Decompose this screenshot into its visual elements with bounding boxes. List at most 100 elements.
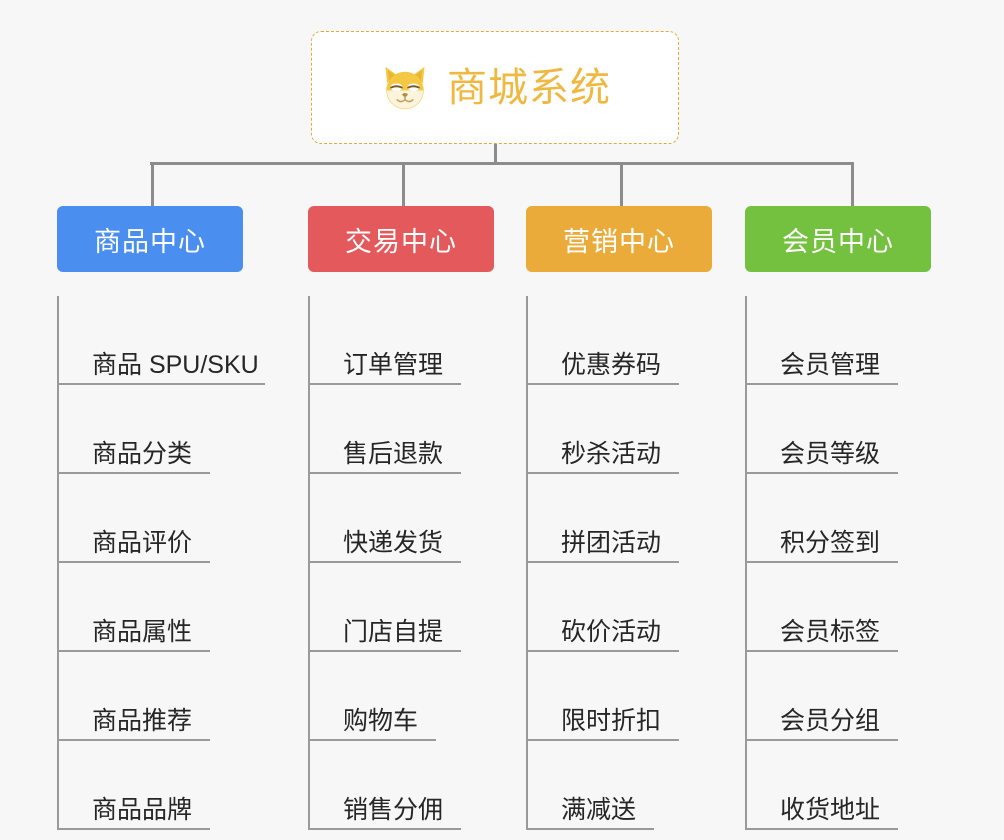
list-item-underline: [310, 739, 436, 741]
list-item-label: 拼团活动: [561, 528, 662, 557]
list-item[interactable]: 快递发货: [310, 474, 494, 563]
category-box-3[interactable]: 营销中心: [526, 206, 712, 272]
list-item[interactable]: 砍价活动: [528, 563, 712, 652]
list-item-underline: [59, 383, 265, 385]
category-box-label: 商品中心: [94, 226, 206, 257]
list-item-underline: [59, 739, 210, 741]
list-item-label: 商品品牌: [92, 795, 193, 824]
list-item[interactable]: 积分签到: [747, 474, 931, 563]
list-item-underline: [310, 650, 461, 652]
category-column-1: 商品中心商品 SPU/SKU 商品分类商品评价商品属性商品推荐商品品牌: [57, 206, 265, 830]
list-item-underline: [310, 472, 461, 474]
category-box-label: 交易中心: [345, 226, 457, 257]
category-box-4[interactable]: 会员中心: [745, 206, 931, 272]
column-rail: [308, 296, 310, 830]
root-node-mall-system[interactable]: 商城系统: [311, 31, 679, 144]
list-item-underline: [747, 650, 898, 652]
list-item-underline: [528, 383, 679, 385]
list-item[interactable]: 商品评价: [59, 474, 243, 563]
category-item-list-1: 商品 SPU/SKU 商品分类商品评价商品属性商品推荐商品品牌: [57, 296, 265, 830]
list-item-underline: [747, 472, 898, 474]
list-item-label: 商品推荐: [92, 706, 193, 735]
list-item[interactable]: 限时折扣: [528, 652, 712, 741]
list-item[interactable]: 会员等级: [747, 385, 931, 474]
list-item-label: 会员管理: [780, 350, 881, 379]
list-item[interactable]: 满减送: [528, 741, 712, 830]
list-item-underline: [528, 650, 679, 652]
list-item-underline: [310, 561, 461, 563]
list-item-underline: [747, 828, 898, 830]
list-item[interactable]: 商品分类: [59, 385, 243, 474]
category-column-3: 营销中心优惠券码秒杀活动拼团活动砍价活动限时折扣满减送: [526, 206, 712, 830]
category-box-1[interactable]: 商品中心: [57, 206, 243, 272]
list-item[interactable]: 拼团活动: [528, 474, 712, 563]
list-item-label: 门店自提: [343, 617, 444, 646]
list-item-underline: [310, 383, 461, 385]
list-item-label: 限时折扣: [561, 706, 662, 735]
column-rail: [57, 296, 59, 830]
list-item-label: 优惠券码: [561, 350, 662, 379]
list-item-label: 销售分佣: [343, 795, 444, 824]
list-item-label: 砍价活动: [561, 617, 662, 646]
list-item[interactable]: 会员标签: [747, 563, 931, 652]
category-box-label: 会员中心: [782, 226, 894, 257]
list-item[interactable]: 售后退款: [310, 385, 494, 474]
list-item-underline: [528, 561, 679, 563]
list-item-underline: [528, 828, 654, 830]
list-item-label: 商品评价: [92, 528, 193, 557]
list-item[interactable]: 收货地址: [747, 741, 931, 830]
list-item[interactable]: 会员分组: [747, 652, 931, 741]
list-item-underline: [747, 739, 898, 741]
list-item[interactable]: 优惠券码: [528, 296, 712, 385]
list-item[interactable]: 订单管理: [310, 296, 494, 385]
list-item-underline: [747, 383, 898, 385]
list-item[interactable]: 门店自提: [310, 563, 494, 652]
list-item[interactable]: 商品 SPU/SKU: [59, 296, 265, 385]
column-rail: [745, 296, 747, 830]
list-item-label: 会员标签: [780, 617, 881, 646]
list-item-underline: [59, 828, 210, 830]
connector-root-stem: [494, 144, 497, 164]
list-item-underline: [59, 472, 210, 474]
list-item-label: 会员等级: [780, 439, 881, 468]
list-item-label: 订单管理: [343, 350, 444, 379]
list-item-underline: [59, 561, 210, 563]
category-column-4: 会员中心会员管理会员等级积分签到会员标签会员分组收货地址: [745, 206, 931, 830]
connector-drop-4: [851, 162, 854, 206]
list-item-label: 秒杀活动: [561, 439, 662, 468]
category-column-2: 交易中心订单管理售后退款快递发货门店自提购物车销售分佣: [308, 206, 494, 830]
category-box-label: 营销中心: [563, 226, 675, 257]
list-item-underline: [310, 828, 461, 830]
list-item[interactable]: 商品品牌: [59, 741, 243, 830]
list-item-label: 商品 SPU/SKU: [92, 350, 259, 379]
list-item[interactable]: 商品属性: [59, 563, 243, 652]
column-rail: [526, 296, 528, 830]
category-item-list-4: 会员管理会员等级积分签到会员标签会员分组收货地址: [745, 296, 931, 830]
category-box-2[interactable]: 交易中心: [308, 206, 494, 272]
list-item-label: 购物车: [343, 706, 419, 735]
list-item-label: 商品分类: [92, 439, 193, 468]
shiba-dog-icon: [385, 66, 425, 109]
list-item-label: 收货地址: [780, 795, 881, 824]
connector-drop-3: [620, 162, 623, 206]
list-item-label: 会员分组: [780, 706, 881, 735]
list-item[interactable]: 商品推荐: [59, 652, 243, 741]
list-item-label: 满减送: [561, 795, 637, 824]
list-item[interactable]: 秒杀活动: [528, 385, 712, 474]
list-item-label: 售后退款: [343, 439, 444, 468]
list-item[interactable]: 销售分佣: [310, 741, 494, 830]
connector-drop-1: [151, 162, 154, 206]
category-item-list-2: 订单管理售后退款快递发货门店自提购物车销售分佣: [308, 296, 494, 830]
category-item-list-3: 优惠券码秒杀活动拼团活动砍价活动限时折扣满减送: [526, 296, 712, 830]
list-item[interactable]: 购物车: [310, 652, 494, 741]
list-item-label: 积分签到: [780, 528, 881, 557]
root-node-title: 商城系统: [447, 65, 611, 110]
connector-horizontal-bus: [150, 162, 853, 165]
list-item[interactable]: 会员管理: [747, 296, 931, 385]
list-item-underline: [59, 650, 210, 652]
list-item-label: 商品属性: [92, 617, 193, 646]
list-item-underline: [528, 472, 679, 474]
list-item-underline: [528, 739, 679, 741]
connector-drop-2: [402, 162, 405, 206]
